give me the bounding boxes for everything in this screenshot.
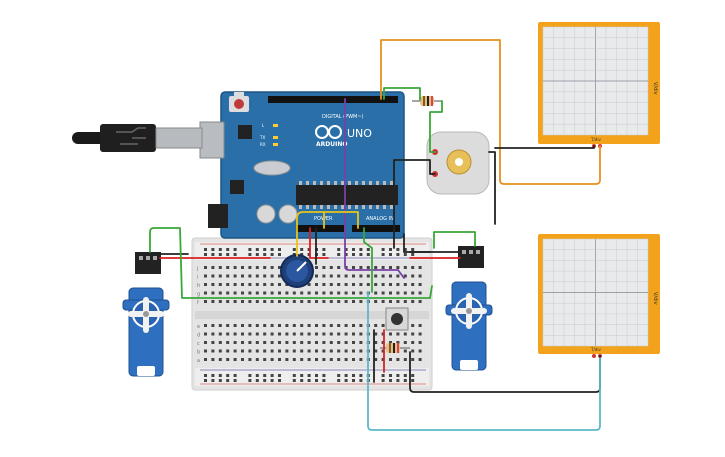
potentiometer[interactable]: [280, 254, 314, 288]
wire-green[interactable]: [149, 227, 433, 299]
usb-cable[interactable]: [72, 124, 203, 152]
led-tx-label: TX: [259, 135, 265, 140]
row-label: j: [196, 266, 198, 272]
led-tx: [273, 136, 278, 139]
usb-port: [199, 121, 225, 159]
resistor-breadboard[interactable]: [380, 343, 410, 353]
row-label: c: [197, 341, 200, 347]
row-label: e: [197, 324, 200, 330]
arduino-logo: [315, 125, 342, 139]
led-rx: [273, 143, 278, 146]
arduino-uno-board[interactable]: DIGITAL (PWM~) POWER ANALOG IN ARDUINO U…: [199, 91, 405, 239]
row-label: f: [197, 300, 199, 306]
wire-black[interactable]: [393, 159, 436, 249]
wire-black[interactable]: [488, 145, 595, 225]
row-label: d: [197, 333, 200, 339]
wire-yellow[interactable]: [296, 211, 359, 257]
row-label: i: [197, 275, 198, 281]
wire-cyan[interactable]: [367, 291, 601, 431]
row-label: a: [197, 358, 200, 364]
reset-button-cap[interactable]: [234, 99, 244, 109]
usb-chip: [238, 125, 252, 139]
wire-purple[interactable]: [344, 98, 405, 279]
oscilloscope-grid: [542, 238, 649, 347]
voltage-regulator: [230, 180, 244, 194]
row-label: h: [197, 283, 200, 289]
analog-header-label: ANALOG IN: [366, 216, 394, 222]
servo-left[interactable]: [122, 252, 170, 377]
icsp: [234, 92, 244, 98]
led-l: [273, 124, 278, 127]
wire-green[interactable]: [433, 231, 476, 249]
digital-header[interactable]: [268, 96, 398, 103]
vdiv-label: V/div: [652, 82, 658, 95]
wire-red[interactable]: [309, 227, 329, 259]
analog-header[interactable]: [352, 225, 400, 232]
tdiv-label: T/div: [590, 347, 601, 352]
model-label: UNO: [347, 127, 372, 140]
wire-black[interactable]: [409, 351, 601, 393]
push-button[interactable]: [385, 307, 409, 331]
servo-right[interactable]: [445, 246, 493, 371]
wire-green[interactable]: [429, 100, 443, 153]
wire-orange[interactable]: [380, 39, 601, 185]
atmega-chip: [296, 185, 398, 205]
wire-black[interactable]: [403, 233, 431, 253]
oscilloscope-2[interactable]: V/div T/div: [538, 234, 660, 358]
power-jack: [208, 204, 228, 228]
row-label: b: [197, 350, 200, 356]
wires[interactable]: [149, 39, 601, 431]
brand-label: ARDUINO: [316, 141, 347, 148]
row-label: g: [197, 292, 200, 298]
crystal-oscillator: [253, 160, 291, 176]
scope-terminal[interactable]: [592, 354, 596, 358]
tdiv-label: T/div: [590, 137, 601, 142]
power-header[interactable]: [296, 225, 344, 232]
wire-green[interactable]: [383, 87, 421, 101]
capacitor: [256, 204, 276, 224]
oscilloscope-1[interactable]: V/div T/div: [538, 22, 660, 148]
capacitor: [278, 204, 298, 224]
dc-motor[interactable]: [426, 131, 490, 195]
led-rx-label: RX: [260, 142, 266, 147]
resistor[interactable]: [412, 96, 442, 106]
vdiv-label: V/div: [652, 292, 658, 305]
wire-green[interactable]: [363, 227, 373, 293]
digital-header-label: DIGITAL (PWM~): [322, 114, 364, 120]
led-l-label: L: [262, 123, 265, 128]
chip-pins: [299, 181, 393, 209]
oscilloscope-grid: [542, 26, 649, 136]
